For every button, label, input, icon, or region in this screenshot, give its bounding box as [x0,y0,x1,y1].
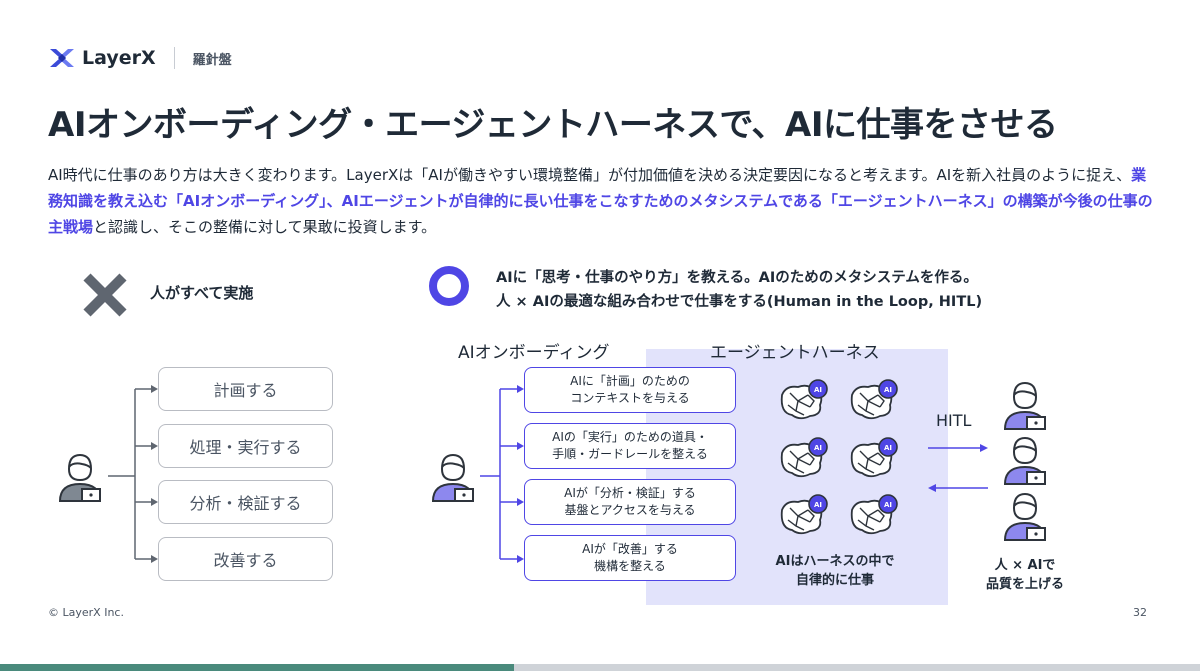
ai-brain-icon [850,494,898,535]
footer-copyright: © LayerX Inc. [48,606,124,619]
left-tree-connectors [108,388,152,560]
hitl-arrows [928,444,988,492]
header-subtitle: 羅針盤 [192,52,232,68]
step-box-plan: AIに「計画」のための コンテキストを与える [524,367,736,413]
human-caption-line: 品質を上げる [985,577,1064,592]
circle-icon [429,266,469,306]
task-box-improve: 改善する [158,537,333,581]
step-line: 機構を整える [594,559,666,573]
layerx-logo-icon [50,49,74,67]
task-box-execute: 処理・実行する [158,424,333,468]
circle-label-line1: AIに「思考・仕事のやり方」を教える。AIのためのメタシステムを作る。 [496,270,978,286]
ai-brain-icon [780,379,828,420]
step-line: 基盤とアクセスを与える [564,503,696,517]
step-line: コンテキストを与える [570,391,690,405]
person-icon [1004,493,1046,541]
step-line: AIが「改善」する [582,542,678,556]
progress-bar-filled [0,664,514,671]
step-line: AIが「分析・検証」する [564,486,696,500]
cross-icon [83,273,127,317]
logo-divider [173,47,175,69]
page-number: 32 [1133,606,1147,619]
page-title: AIオンボーディング・エージェントハーネスで、AIに仕事をさせる [48,105,1058,145]
ai-brain-icon [850,379,898,420]
step-box-improve: AIが「改善」する 機構を整える [524,535,736,581]
ai-brain-icon [780,494,828,535]
progress-bar-track [514,664,1200,671]
ai-badge: AI [884,444,892,452]
circle-label-line2: 人 × AIの最適な組み合わせで仕事をする(Human in the Loop,… [496,294,983,310]
human-caption-line: 人 × AIで [994,558,1056,573]
intro-paragraph: AI時代に仕事のあり方は大きく変わります。LayerXは「AIが働きやすい環境整… [48,162,1158,240]
person-icon [432,454,474,502]
left-tree-arrowheads [151,385,158,563]
harness-caption-line: AIはハーネスの中で [775,554,895,569]
ai-badge: AI [884,386,892,394]
step-box-execute: AIの「実行」のための道具・ 手順・ガードレールを整える [524,423,736,469]
ai-badge: AI [814,386,822,394]
harness-label: エージェントハーネス [710,343,880,363]
intro-text-1: AI時代に仕事のあり方は大きく変わります。LayerXは「AIが働きやすい環境整… [48,166,1132,184]
step-line: 手順・ガードレールを整える [552,447,708,461]
right-tree-connectors [480,388,518,560]
task-box-analyze: 分析・検証する [158,480,333,524]
brand-name: LayerX [82,47,156,69]
person-icon [1004,382,1046,430]
brand-logo: LayerX 羅針盤 [48,44,232,72]
ai-brain-icon [780,437,828,478]
person-icon [59,454,101,502]
right-tree-arrowheads [517,385,524,563]
harness-caption: AIはハーネスの中で 自律的に仕事 [760,552,910,590]
human-caption: 人 × AIで 品質を上げる [975,556,1075,594]
intro-text-2: と認識し、そこの整備に対して果敢に投資します。 [93,218,437,236]
ai-badge: AI [814,444,822,452]
person-icon [1004,437,1046,485]
hitl-label: HITL [936,411,972,430]
step-line: AIに「計画」のための [570,374,690,388]
ai-brain-icon [850,437,898,478]
step-line: AIの「実行」のための道具・ [552,430,708,444]
harness-caption-line: 自律的に仕事 [795,573,874,588]
task-box-plan: 計画する [158,367,333,411]
intro-highlight: 業務知識を教え込む「AIオンボーディング」、AIエージェントが自律的に長い仕事を… [48,166,1153,236]
cross-label: 人がすべて実施 [150,284,254,302]
onboarding-label: AIオンボーディング [458,343,610,363]
step-box-analyze: AIが「分析・検証」する 基盤とアクセスを与える [524,479,736,525]
ai-badge: AI [814,501,822,509]
ai-badge: AI [884,501,892,509]
